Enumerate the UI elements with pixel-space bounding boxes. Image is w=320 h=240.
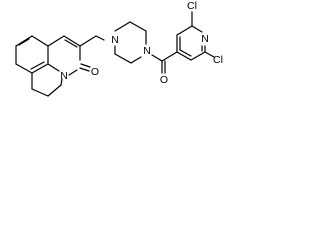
bond: [161, 51, 178, 62]
bond: [79, 35, 97, 47]
bond: [129, 21, 147, 32]
bond: [179, 49, 192, 57]
atom-labels: N O N N O N Cl Cl: [60, 0, 223, 86]
bond: [190, 51, 206, 61]
atom-label-oxygen: O: [160, 74, 168, 86]
bond: [31, 63, 49, 74]
molecule-diagram: N O N N O N Cl Cl: [15, 0, 223, 97]
bond: [47, 35, 65, 47]
bond: [15, 63, 33, 74]
bond: [176, 51, 192, 61]
bond: [47, 84, 62, 97]
bond: [60, 78, 63, 86]
atom-label-chlorine: Cl: [187, 0, 197, 12]
bond: [151, 54, 163, 62]
atom-label-nitrogen: N: [143, 45, 151, 57]
bond: [18, 38, 30, 46]
bond: [47, 63, 60, 72]
bond: [63, 35, 81, 47]
atom-label-chlorine: Cl: [213, 54, 223, 66]
atom-label-nitrogen: N: [111, 34, 119, 46]
bond: [80, 63, 91, 68]
bond: [114, 21, 131, 32]
bond: [95, 35, 105, 41]
bond: [79, 67, 90, 72]
bond: [31, 35, 49, 47]
bond: [191, 25, 203, 33]
bond: [176, 25, 193, 36]
atom-label-nitrogen: N: [60, 70, 68, 82]
bond: [130, 56, 142, 64]
bond: [68, 69, 78, 76]
bond: [30, 61, 45, 70]
atom-label-oxygen: O: [91, 66, 99, 78]
bonds: [15, 11, 215, 97]
bond: [114, 53, 132, 64]
bond: [15, 35, 33, 47]
atom-label-nitrogen: N: [201, 33, 209, 45]
bond: [31, 88, 49, 97]
bond: [204, 51, 215, 58]
bond: [64, 39, 78, 48]
